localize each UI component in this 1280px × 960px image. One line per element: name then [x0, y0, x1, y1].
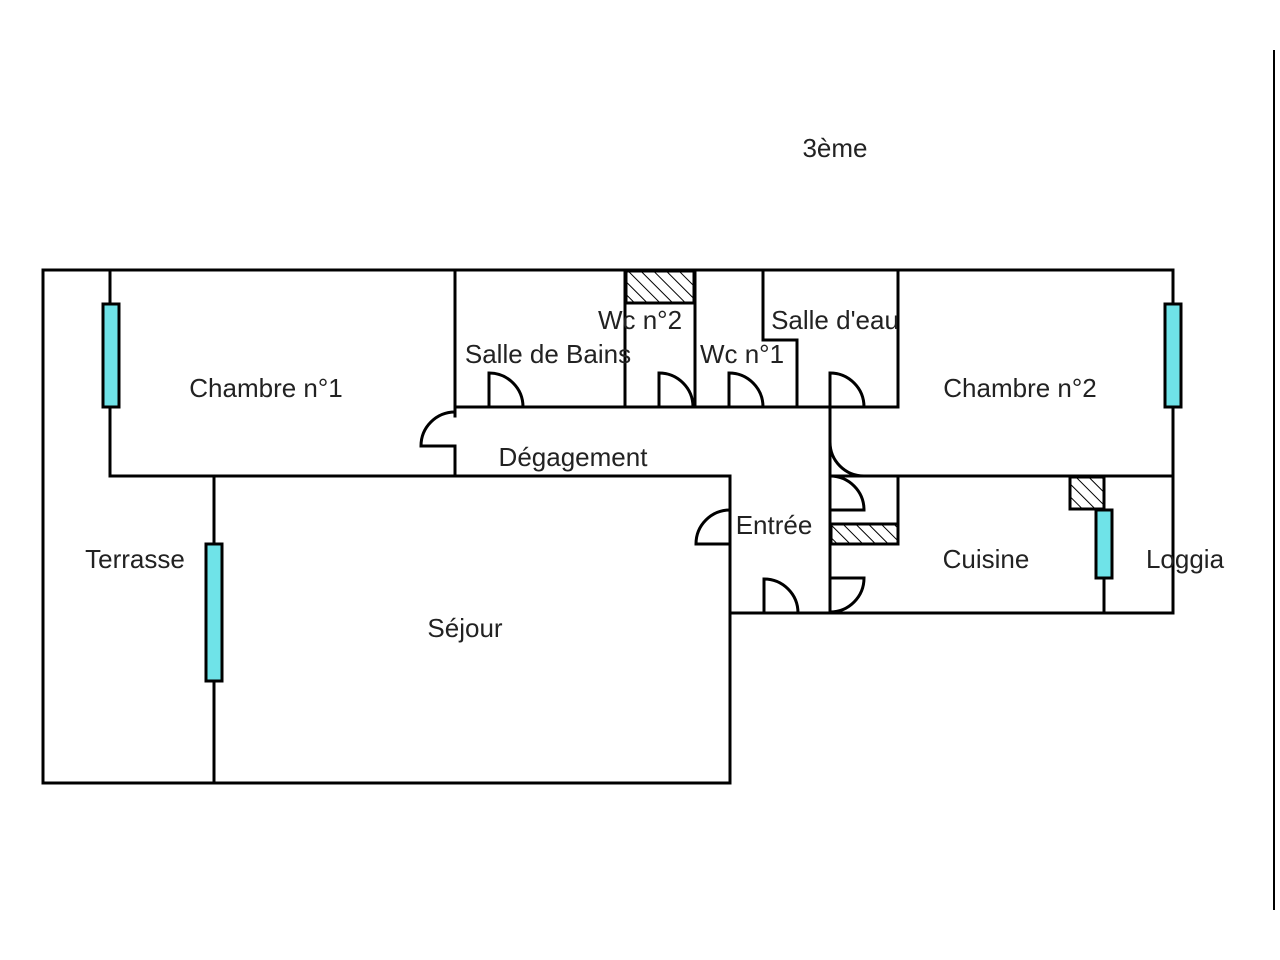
door-salle-bains: [487, 371, 525, 408]
duct-loggia: [1068, 475, 1106, 511]
room-labels: Chambre n°1 Salle de Bains Wc n°2 Wc n°1…: [85, 305, 1224, 643]
door-bedroom1: [419, 410, 456, 448]
floor-label: 3ème: [802, 133, 867, 163]
door-entry-closet: [829, 576, 866, 614]
window-kitchen: [1094, 508, 1114, 580]
room-label-sejour: Séjour: [427, 613, 502, 643]
room-label-chambre1: Chambre n°1: [189, 373, 342, 403]
door-sejour: [694, 508, 731, 546]
door-salle-eau: [828, 371, 866, 408]
duct-kitchen: [829, 522, 900, 546]
duct-wc2: [624, 269, 696, 305]
door-wc1: [727, 371, 765, 408]
room-label-salle-bains: Salle de Bains: [465, 339, 631, 369]
window-sejour: [204, 542, 224, 683]
room-label-cuisine: Cuisine: [943, 544, 1030, 574]
doors: [419, 371, 866, 614]
window-bedroom1: [101, 302, 121, 409]
room-label-loggia: Loggia: [1146, 544, 1225, 574]
room-label-terrasse: Terrasse: [85, 544, 185, 574]
door-kitchen: [829, 474, 866, 512]
room-label-entree: Entrée: [736, 510, 813, 540]
door-wc2: [657, 371, 695, 408]
room-label-salle-eau: Salle d'eau: [771, 305, 899, 335]
window-bedroom2: [1163, 302, 1183, 409]
room-label-wc2: Wc n°2: [598, 305, 682, 335]
door-bedroom2: [828, 441, 865, 478]
room-label-wc1: Wc n°1: [700, 339, 784, 369]
windows: [101, 302, 1183, 683]
door-entrance: [762, 577, 800, 614]
room-label-chambre2: Chambre n°2: [943, 373, 1096, 403]
room-label-degagement: Dégagement: [499, 442, 649, 472]
